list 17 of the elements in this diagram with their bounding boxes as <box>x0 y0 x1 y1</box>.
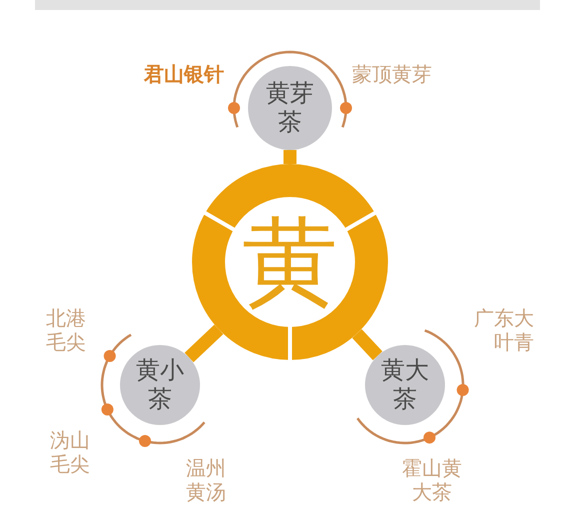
connector-bar <box>284 150 296 164</box>
category-circle <box>120 345 200 425</box>
tea-name: 温州黄汤 <box>186 456 227 504</box>
tea-name: 广东大叶青 <box>473 306 534 354</box>
category-label: 黄芽茶 <box>265 79 315 137</box>
category-circle <box>248 66 332 150</box>
center-character: 黄 <box>242 212 338 312</box>
category-label: 黄大茶 <box>380 356 430 414</box>
tea-name: 霍山黄大茶 <box>401 456 463 504</box>
tea-name: 沩山毛尖 <box>50 428 91 476</box>
category-circle <box>365 345 445 425</box>
category-label: 黄小茶 <box>135 356 185 414</box>
tea-name: 北港毛尖 <box>46 306 87 354</box>
connector-bar <box>184 324 224 362</box>
tea-name: 君山银针 <box>142 62 224 86</box>
tea-name: 蒙顶黄芽 <box>352 62 433 86</box>
connector-bar <box>352 329 382 360</box>
